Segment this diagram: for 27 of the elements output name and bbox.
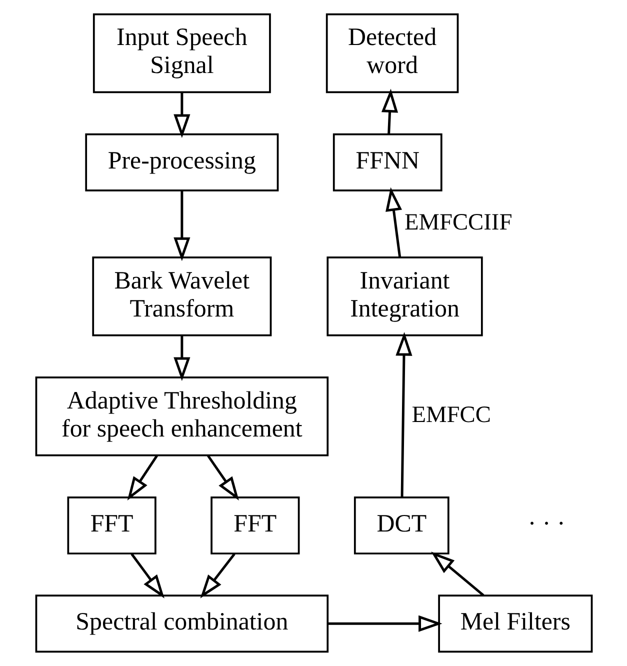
node-box: Bark Wavelet Transform	[92, 256, 272, 336]
node-box: Detected word	[325, 13, 458, 94]
node-box: Pre-processing	[84, 133, 278, 192]
node-box: DCT	[353, 496, 449, 554]
edge-label: EMFCC	[411, 402, 490, 428]
node-box: Input Speech Signal	[92, 13, 270, 94]
node-box: Adaptive Thresholding for speech enhancement	[34, 376, 328, 456]
node-box: Invariant Integration	[326, 256, 482, 336]
node-box: FFT	[210, 496, 300, 554]
arrow	[206, 454, 238, 500]
arrow	[385, 187, 402, 258]
arrow	[130, 553, 164, 598]
edge-label: EMFCCIIF	[404, 209, 512, 236]
arrow	[430, 552, 484, 596]
arrow	[173, 92, 190, 138]
node-box: Spectral combination	[34, 594, 328, 653]
arrow	[173, 191, 190, 262]
node-box: FFNN	[332, 133, 442, 192]
label: · · ·	[527, 510, 565, 538]
arrow	[173, 336, 190, 382]
arrow	[327, 615, 442, 632]
node-box: FFT	[66, 496, 156, 554]
arrow	[395, 332, 412, 498]
arrow	[380, 88, 398, 134]
arrow	[200, 553, 235, 598]
arrow	[126, 454, 158, 500]
node-box: Mel Filters	[438, 594, 592, 653]
